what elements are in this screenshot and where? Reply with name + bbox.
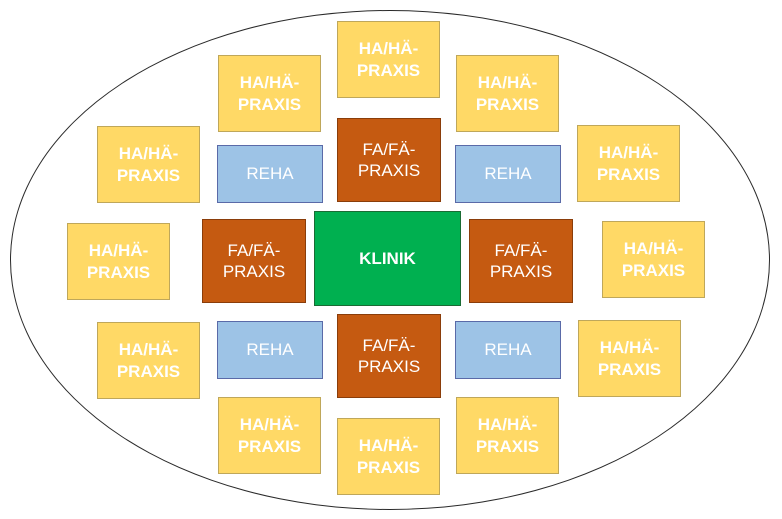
ha-praxis-label: HA/HÄ- PRAXIS	[475, 415, 540, 456]
ha-praxis-box-mid-lower-right: HA/HÄ- PRAXIS	[578, 320, 681, 397]
ha-praxis-box-top: HA/HÄ- PRAXIS	[337, 21, 440, 98]
ha-praxis-box-mid-upper-right: HA/HÄ- PRAXIS	[577, 125, 680, 202]
fa-praxis-label: FA/FÄ- PRAXIS	[489, 240, 553, 281]
ha-praxis-label: HA/HÄ- PRAXIS	[621, 239, 686, 280]
klinik-box: KLINIK	[314, 211, 461, 306]
fa-praxis-label: FA/FÄ- PRAXIS	[357, 139, 421, 180]
reha-label: REHA	[246, 340, 294, 360]
reha-box-top-right: REHA	[455, 145, 561, 203]
ha-praxis-label: HA/HÄ- PRAXIS	[86, 241, 151, 282]
ha-praxis-label: HA/HÄ- PRAXIS	[116, 340, 181, 381]
ha-praxis-box-mid-lower-left: HA/HÄ- PRAXIS	[97, 322, 200, 399]
reha-box-bottom-right: REHA	[455, 321, 561, 379]
ha-praxis-label: HA/HÄ- PRAXIS	[596, 143, 661, 184]
reha-label: REHA	[246, 164, 294, 184]
ha-praxis-box-lower-right: HA/HÄ- PRAXIS	[456, 397, 559, 474]
fa-praxis-box-top: FA/FÄ- PRAXIS	[337, 118, 441, 202]
ha-praxis-label: HA/HÄ- PRAXIS	[475, 73, 540, 114]
ha-praxis-label: HA/HÄ- PRAXIS	[237, 415, 302, 456]
ha-praxis-label: HA/HÄ- PRAXIS	[356, 39, 421, 80]
ha-praxis-box-mid-upper-left: HA/HÄ- PRAXIS	[97, 126, 200, 203]
reha-box-bottom-left: REHA	[217, 321, 323, 379]
fa-praxis-label: FA/FÄ- PRAXIS	[222, 240, 286, 281]
ha-praxis-box-lower-left: HA/HÄ- PRAXIS	[218, 397, 321, 474]
reha-label: REHA	[484, 340, 532, 360]
ha-praxis-box-bottom: HA/HÄ- PRAXIS	[337, 418, 440, 495]
reha-label: REHA	[484, 164, 532, 184]
fa-praxis-box-bottom: FA/FÄ- PRAXIS	[337, 314, 441, 398]
ha-praxis-label: HA/HÄ- PRAXIS	[356, 436, 421, 477]
reha-box-top-left: REHA	[217, 145, 323, 203]
fa-praxis-box-left: FA/FÄ- PRAXIS	[202, 219, 306, 303]
ha-praxis-label: HA/HÄ- PRAXIS	[597, 338, 662, 379]
klinik-label: KLINIK	[359, 248, 416, 268]
ha-praxis-box-upper-right: HA/HÄ- PRAXIS	[456, 55, 559, 132]
ha-praxis-box-upper-left: HA/HÄ- PRAXIS	[218, 55, 321, 132]
fa-praxis-label: FA/FÄ- PRAXIS	[357, 335, 421, 376]
ha-praxis-label: HA/HÄ- PRAXIS	[237, 73, 302, 114]
ha-praxis-box-left: HA/HÄ- PRAXIS	[67, 223, 170, 300]
fa-praxis-box-right: FA/FÄ- PRAXIS	[469, 219, 573, 303]
ha-praxis-label: HA/HÄ- PRAXIS	[116, 144, 181, 185]
ha-praxis-box-right: HA/HÄ- PRAXIS	[602, 221, 705, 298]
